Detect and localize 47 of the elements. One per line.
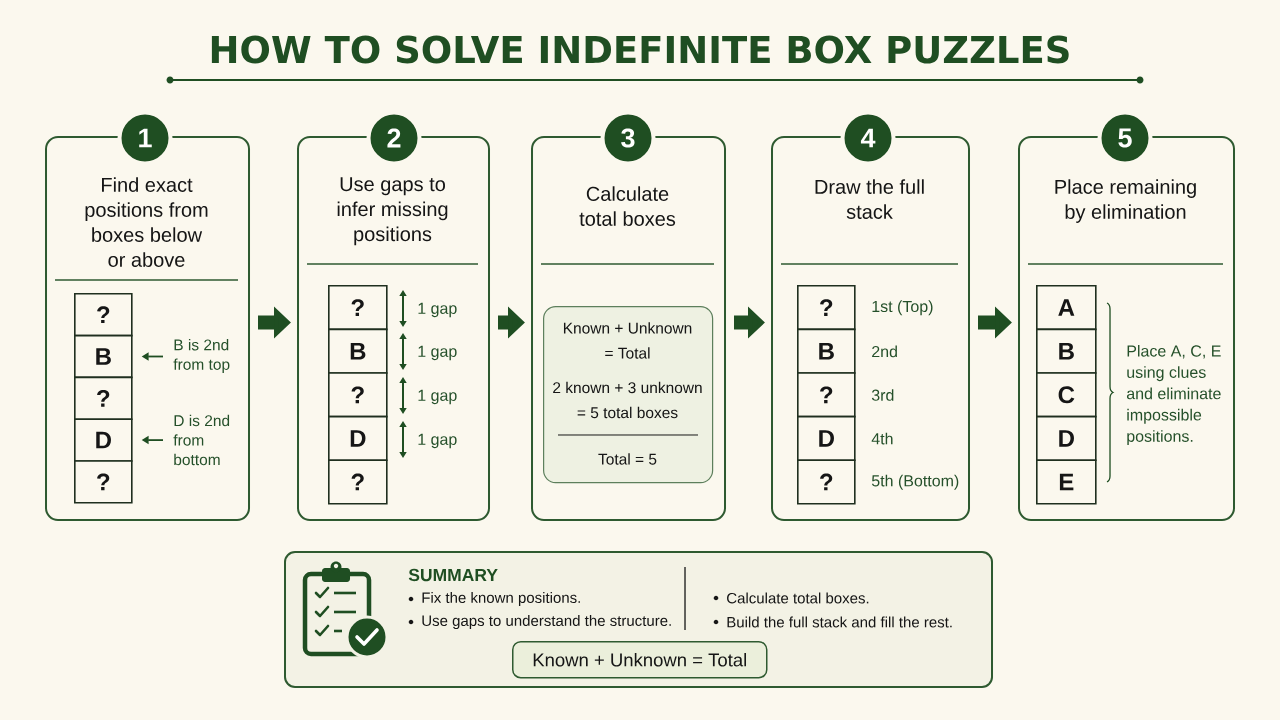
stack-cell: A (1036, 285, 1097, 331)
annotation-text: D is 2nd from bottom (173, 414, 230, 466)
step-heading: Find exact positions from boxes below or above (85, 177, 208, 267)
bullet-text: Use gaps to understand the structure. (422, 615, 671, 629)
stack-cell: ? (797, 372, 856, 418)
gap-label: 1 gap (418, 389, 457, 405)
stack-cell: D (74, 418, 133, 462)
position-label: 4th (871, 432, 893, 445)
note-text: Place A, C, E using clues and eliminate impossible positions. (1126, 344, 1221, 446)
stack-cell: B (74, 334, 133, 379)
step-heading: Calculate total boxes (579, 186, 676, 226)
stack-cell: D (797, 415, 856, 461)
annotation-text: B is 2nd from top (173, 339, 230, 373)
title: HOW TO SOLVE INDEFINITE BOX PUZZLES (211, 35, 1069, 64)
stack-cell: ? (74, 293, 133, 337)
stack-cell: ? (797, 459, 856, 505)
equation-text: 2 known + 3 unknown = 5 total boxes (553, 381, 702, 419)
equation-text: Total = 5 (598, 453, 657, 465)
stack-cell: E (1036, 459, 1097, 505)
stack-cell: C (1036, 372, 1097, 418)
bullet-text: Calculate total boxes. (727, 592, 869, 604)
formula-box: Known + Unknown = Total (512, 641, 768, 679)
position-label: 2nd (872, 345, 897, 358)
bullet-text: Fix the known positions. (422, 592, 580, 606)
stack-cell: B (797, 328, 856, 374)
stack-cell: B (328, 328, 388, 374)
summary-heading: SUMMARY (408, 568, 498, 582)
position-label: 5th (Bottom) (871, 474, 959, 490)
stack-cell: D (1036, 415, 1097, 461)
stack-cell: ? (328, 459, 388, 505)
bullet-text: Build the full stack and fill the rest. (727, 616, 952, 628)
gap-label: 1 gap (418, 433, 457, 449)
equation-text: Known + Unknown = Total (564, 322, 692, 359)
stack-cell: ? (328, 285, 388, 331)
stack-cell: D (328, 415, 388, 461)
step-heading: Use gaps to infer missing positions (337, 177, 448, 246)
step-heading: Draw the full stack (815, 179, 924, 219)
stack-cell: ? (74, 460, 133, 504)
step-heading: Place remaining by elimination (1055, 179, 1196, 223)
gap-label: 1 gap (418, 345, 457, 361)
stack-cell: ? (74, 376, 133, 420)
stack-cell: ? (328, 372, 388, 418)
position-label: 1st (Top) (872, 300, 933, 316)
stack-cell: B (1036, 328, 1097, 374)
stack-cell: ? (797, 285, 856, 331)
gap-label: 1 gap (418, 302, 457, 318)
position-label: 3rd (871, 389, 894, 401)
